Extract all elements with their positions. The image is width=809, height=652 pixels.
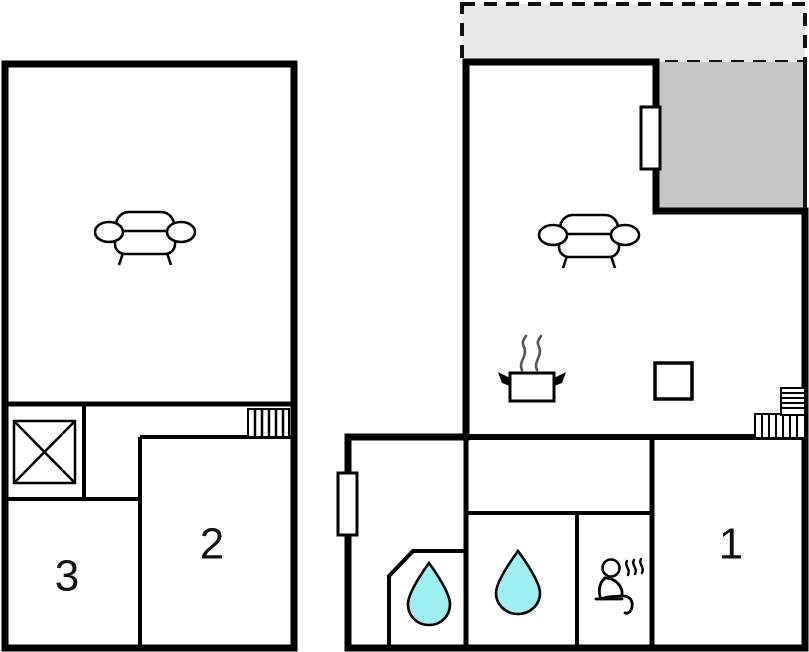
room-label-1: 1 [719, 520, 743, 569]
water-drop-icon [494, 548, 542, 616]
water-drop-icon [406, 560, 452, 627]
door-icon[interactable] [639, 105, 662, 171]
left-building-group: 3 2 [1, 60, 298, 652]
door-icon[interactable] [336, 471, 359, 537]
corner-shower-wall [387, 549, 466, 648]
cooking-pot-icon [498, 334, 566, 403]
stairs-icon [754, 387, 806, 439]
radiator-icon [247, 408, 290, 438]
outdoor-areas-group [460, 2, 807, 214]
sofa-icon [537, 213, 641, 269]
balcony-area [656, 62, 805, 211]
sofa-icon [93, 210, 197, 266]
room-label-3: 3 [55, 552, 79, 601]
table-icon [653, 361, 694, 401]
room-label-2: 2 [200, 520, 224, 569]
crossed-square-icon [12, 419, 77, 485]
right-building-group: 1 [336, 58, 809, 652]
sauna-icon [594, 557, 644, 615]
terrace-area [460, 2, 807, 64]
left-building-outline [1, 60, 298, 652]
